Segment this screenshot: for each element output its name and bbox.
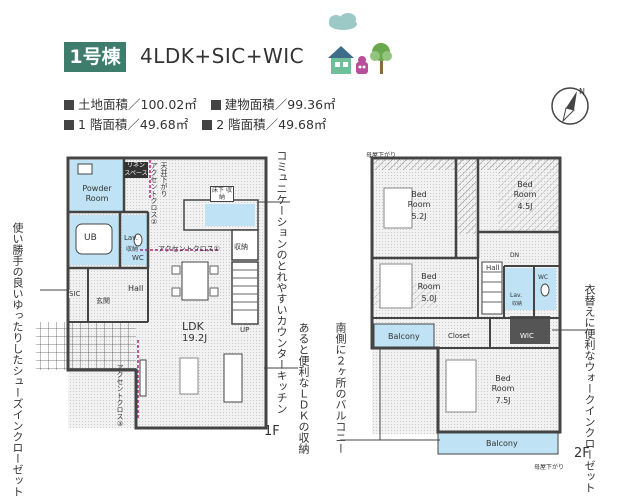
label-lav-storage-2f: 収納 — [512, 301, 523, 307]
wic-area — [510, 316, 550, 344]
label-powder-room: Powder Room — [82, 184, 112, 203]
land-area: 土地面積／100.02㎡ — [78, 97, 197, 112]
label-accent-cross-1: アクセントクロス① — [158, 245, 220, 253]
label-up: UP — [240, 326, 250, 334]
label-wc-2f: WC — [538, 274, 549, 281]
sink-icon — [77, 163, 93, 175]
annotation-wic: 衣替えに便利なウォークインクローゼット — [583, 284, 596, 493]
label-balcony-a: Balcony — [388, 332, 420, 341]
bed-c-icon — [379, 263, 413, 309]
house-icon — [328, 46, 354, 74]
specs-row-1: 土地面積／100.02㎡ 建物面積／99.36㎡ — [64, 95, 336, 115]
svg-text:N: N — [579, 87, 585, 96]
floor2-label: 2F — [574, 446, 590, 461]
decor-icons — [328, 13, 392, 74]
building-badge: 1号棟 — [64, 42, 126, 72]
label-bed-c: Bed Room — [417, 272, 441, 291]
cloud-icon — [329, 13, 357, 30]
toilet-icon — [133, 233, 143, 247]
bullet-square-icon — [64, 120, 74, 130]
area-specs: 土地面積／100.02㎡ 建物面積／99.36㎡ 1 階面積／49.68㎡ 2 階面… — [64, 95, 336, 135]
bed-a-icon — [383, 187, 413, 229]
kitchen-counter — [205, 204, 255, 226]
floor2-plan — [340, 156, 588, 455]
floor-plans — [36, 156, 588, 455]
lav2-area — [504, 268, 534, 310]
bullet-square-icon — [202, 120, 213, 130]
label-hall-1f: Hall — [128, 284, 144, 293]
label-hall-2f: Hall — [486, 264, 500, 272]
toilet2-icon — [540, 283, 550, 297]
layout-title: 4LDK+SIC+WIC — [140, 44, 305, 68]
label-lav: Lav. — [124, 234, 139, 242]
label-balcony-b: Balcony — [486, 439, 518, 448]
label-bed-c-size: 5.0J — [421, 294, 437, 303]
label-bed-b: Bed Room — [513, 180, 537, 199]
label-dn: DN — [510, 252, 520, 259]
coffee-table-icon — [179, 357, 199, 395]
label-ceiling-down: 天井下がり — [160, 162, 168, 197]
family-icon — [356, 56, 368, 74]
label-storage-1f: 収納 — [234, 243, 248, 251]
label-bed-d-size: 7.5J — [495, 396, 511, 405]
floor1-area: 1 階面積／49.68㎡ — [78, 117, 189, 132]
label-lav-storage: 収納 — [126, 246, 139, 253]
building-area: 建物面積／99.36㎡ — [224, 97, 336, 112]
label-bed-a-size: 5.2J — [411, 212, 427, 221]
label-bed-d: Bed Room — [491, 374, 515, 393]
label-lav-2f: Lav. — [510, 292, 523, 299]
label-accent-cross-2: アクセントクロス② — [150, 162, 158, 226]
tv-icon — [139, 359, 147, 397]
specs-row-2: 1 階面積／49.68㎡ 2 階面積／49.68㎡ — [64, 115, 336, 135]
sofa-icon — [223, 353, 243, 403]
label-ldk: LDK — [182, 320, 204, 333]
floor2-area: 2 階面積／49.68㎡ — [216, 117, 327, 132]
floor1-label: 1F — [264, 424, 280, 439]
annotation-storage: あると便利なＬＤＫの収納 — [297, 322, 310, 454]
floor1-plan — [36, 156, 298, 430]
bathtub-icon — [75, 223, 113, 255]
tree-icon — [370, 43, 392, 74]
label-sic: SIC — [69, 290, 81, 298]
entry-porch — [36, 322, 136, 370]
label-wc: WC — [132, 254, 144, 262]
label-eaves-bottom: 母屋下がり — [534, 464, 565, 471]
label-floor-storage: 床下 収納 — [210, 186, 234, 202]
bed-d-icon — [445, 359, 477, 413]
stairs-2f — [481, 261, 503, 315]
balcony-a-area — [373, 323, 435, 349]
label-wic: WIC — [520, 332, 534, 340]
label-eaves-top: 母屋下がり — [366, 152, 397, 159]
annotation-balcony: 南側に２ヶ所のバルコニー — [334, 322, 347, 454]
label-ub: UB — [84, 233, 97, 243]
label-closet: Closet — [448, 332, 470, 340]
dining-table-icon — [181, 261, 209, 301]
label-genkan: 玄関 — [96, 297, 110, 305]
bullet-square-icon — [210, 100, 221, 110]
label-linen-space: リネン スペース — [124, 162, 148, 178]
bullet-square-icon — [64, 100, 74, 110]
label-bed-b-size: 4.5J — [517, 202, 533, 211]
label-bed-a: Bed Room — [407, 190, 431, 209]
compass-icon: N — [551, 87, 589, 125]
label-accent-cross-3: アクセントクロス③ — [116, 364, 124, 428]
stairs-1f — [231, 261, 259, 325]
label-ldk-size: 19.2J — [182, 333, 208, 344]
